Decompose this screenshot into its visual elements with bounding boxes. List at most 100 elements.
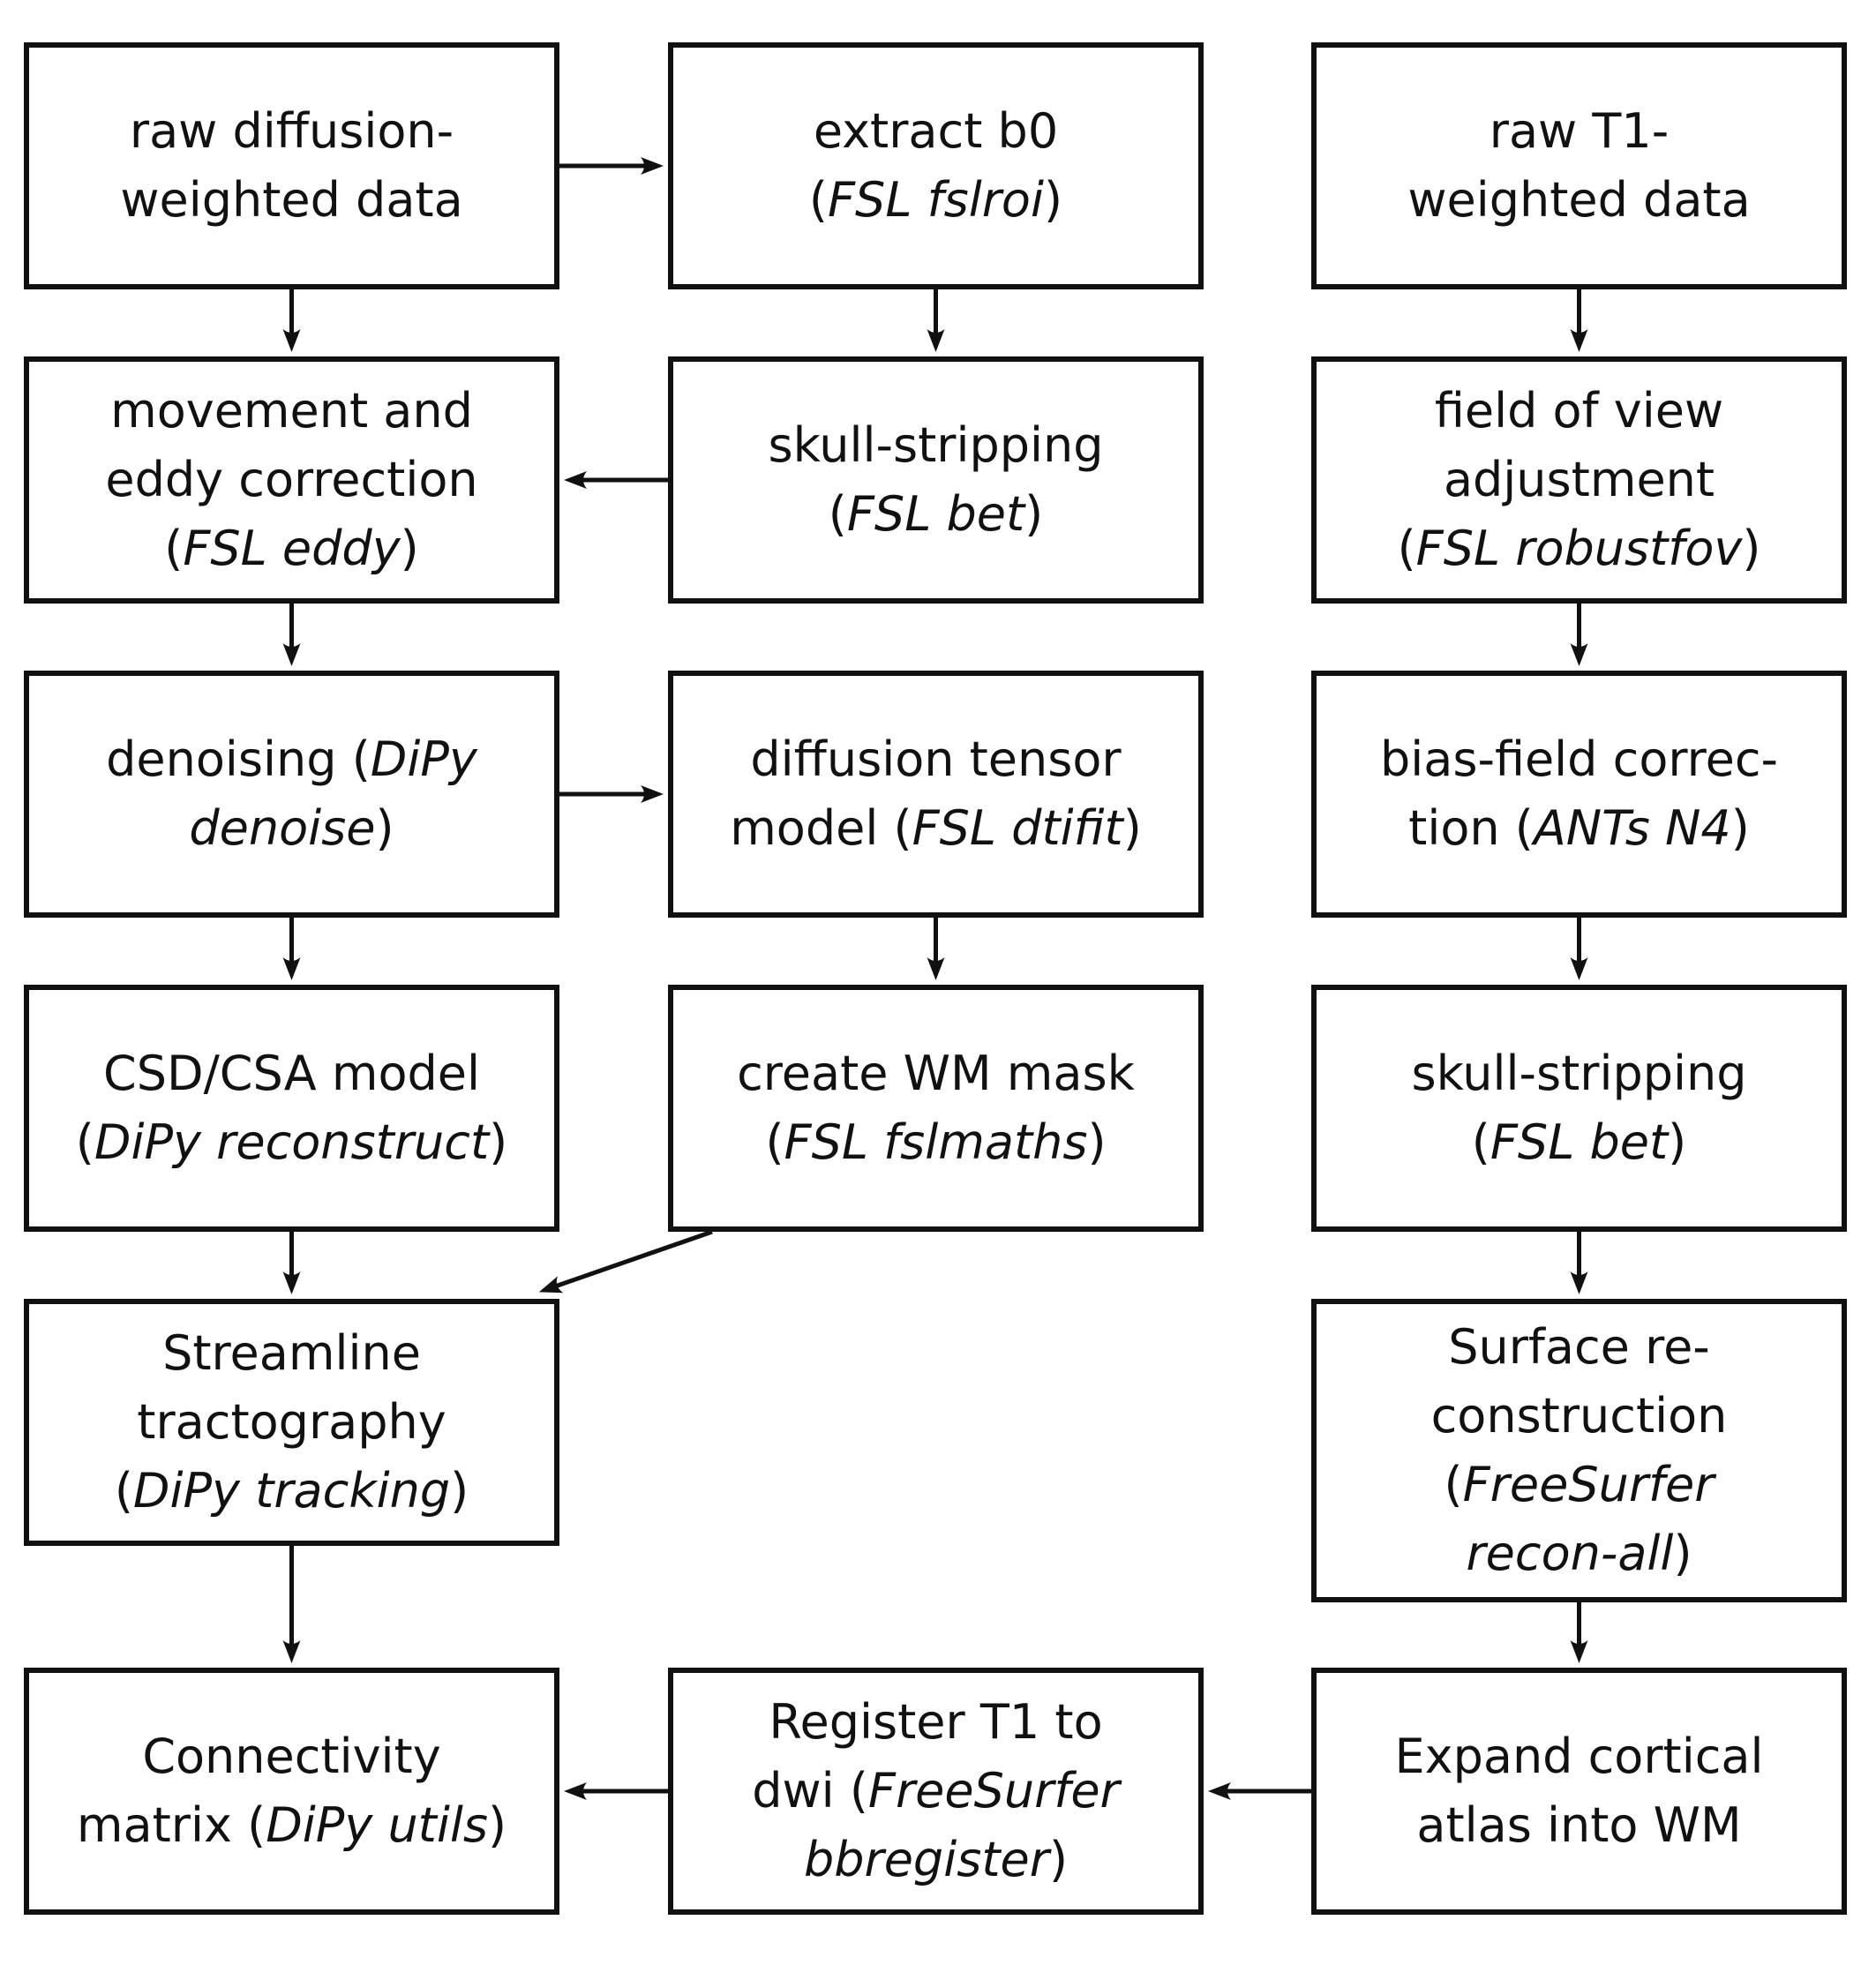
node-text: atlas into WM bbox=[1416, 1797, 1742, 1853]
node-raw-dwi: raw diffusion-weighted data bbox=[24, 42, 559, 289]
node-text: construction bbox=[1430, 1388, 1728, 1444]
arrowhead bbox=[1570, 957, 1588, 980]
arrowhead bbox=[1570, 643, 1588, 666]
node-text: ) bbox=[1043, 172, 1063, 228]
node-line: weighted data bbox=[1407, 166, 1750, 235]
node-line: movement and bbox=[110, 377, 473, 446]
edge-expand-to-register bbox=[1208, 1782, 1311, 1800]
arrowhead bbox=[564, 471, 587, 489]
tool-name: denoise bbox=[189, 800, 376, 856]
node-text: ) bbox=[375, 800, 394, 856]
node-line: (FSL fslmaths) bbox=[765, 1108, 1106, 1177]
edge-bet-t1-to-recon bbox=[1570, 1232, 1588, 1294]
edge-denoise-to-dtifit bbox=[559, 785, 664, 803]
edge-extract-b0-to-bet-dwi bbox=[927, 289, 945, 352]
edge-denoise-to-csd bbox=[282, 918, 301, 980]
arrowhead bbox=[641, 785, 664, 803]
node-text: ) bbox=[1122, 800, 1142, 856]
node-line: matrix (DiPy utils) bbox=[77, 1791, 507, 1860]
node-text: eddy correction bbox=[105, 452, 478, 507]
node-text: raw diffusion- bbox=[129, 103, 454, 159]
node-line: skull-stripping bbox=[768, 411, 1103, 480]
node-line: Connectivity bbox=[142, 1722, 440, 1791]
node-line: skull-stripping bbox=[1411, 1039, 1746, 1108]
node-text: model ( bbox=[730, 800, 912, 856]
node-text: tion ( bbox=[1408, 800, 1534, 856]
node-line: raw T1- bbox=[1490, 97, 1669, 166]
node-text: adjustment bbox=[1443, 452, 1715, 507]
node-text: matrix ( bbox=[76, 1797, 266, 1853]
tool-name: FSL bet bbox=[1490, 1114, 1669, 1170]
arrowhead bbox=[538, 1276, 564, 1294]
edge-raw-dwi-to-extract-b0 bbox=[559, 157, 664, 175]
node-text: skull-stripping bbox=[1411, 1046, 1747, 1101]
node-text: movement and bbox=[110, 383, 473, 439]
node-eddy: movement and eddy correction (FSL eddy) bbox=[24, 356, 559, 604]
edge-n4-to-bet-t1 bbox=[1570, 918, 1588, 980]
node-text: Connectivity bbox=[142, 1729, 441, 1784]
node-csd: CSD/CSA model(DiPy reconstruct) bbox=[24, 985, 559, 1232]
node-text: ( bbox=[1397, 521, 1416, 576]
node-line: extract b0 bbox=[814, 97, 1058, 166]
arrowhead bbox=[282, 329, 301, 352]
node-line: Surface re- bbox=[1448, 1313, 1710, 1382]
node-text: ) bbox=[1730, 800, 1750, 856]
node-wm-mask: create WM mask (FSL fslmaths) bbox=[668, 985, 1204, 1232]
tool-name: FSL fslroi bbox=[828, 172, 1044, 228]
node-line: bbregister) bbox=[804, 1826, 1068, 1894]
node-line: denoise) bbox=[189, 794, 394, 863]
node-line: denoising (DiPy bbox=[106, 725, 477, 794]
node-line: adjustment bbox=[1444, 446, 1715, 514]
node-text: ) bbox=[489, 1114, 508, 1170]
edge-raw-t1-to-fov bbox=[1570, 289, 1588, 352]
node-text: ( bbox=[828, 486, 847, 542]
node-text: denoising ( bbox=[106, 731, 371, 787]
edge-register-to-connectivity bbox=[564, 1782, 668, 1800]
node-text: ) bbox=[1048, 1832, 1069, 1887]
tool-name: bbregister bbox=[803, 1832, 1049, 1887]
arrowhead bbox=[1570, 1640, 1588, 1663]
node-line: field of view bbox=[1435, 377, 1723, 446]
tool-name: FSL dtifit bbox=[912, 800, 1123, 856]
tool-name: DiPy tracking bbox=[132, 1463, 451, 1519]
node-text: ( bbox=[114, 1463, 133, 1519]
node-text: weighted data bbox=[1407, 172, 1751, 228]
tool-name: FreeSurfer bbox=[867, 1763, 1120, 1819]
tool-name: FreeSurfer bbox=[1462, 1457, 1715, 1512]
arrowhead bbox=[282, 643, 301, 666]
node-line: (FSL eddy) bbox=[164, 514, 418, 583]
node-line: model (FSL dtifit) bbox=[730, 794, 1142, 863]
node-line: tractography bbox=[137, 1388, 446, 1457]
edge-tracking-to-connectivity bbox=[282, 1546, 301, 1663]
node-bet-dwi: skull-stripping(FSL bet) bbox=[668, 356, 1204, 604]
node-line: bias-field correc- bbox=[1380, 725, 1778, 794]
node-line: recon-all) bbox=[1466, 1519, 1692, 1588]
node-line: create WM mask bbox=[737, 1039, 1135, 1108]
node-line: Expand cortical bbox=[1395, 1722, 1764, 1791]
node-line: (DiPy tracking) bbox=[115, 1457, 469, 1526]
node-text: ( bbox=[75, 1114, 94, 1170]
edge-bet-dwi-to-eddy bbox=[564, 471, 668, 489]
edge-fov-to-n4 bbox=[1570, 604, 1588, 666]
node-text: ) bbox=[1673, 1526, 1692, 1581]
edge-dtifit-to-wm-mask bbox=[927, 918, 945, 980]
tool-name: FSL fslmaths bbox=[784, 1114, 1088, 1170]
arrowhead bbox=[1570, 1271, 1588, 1294]
node-text: ( bbox=[1471, 1114, 1490, 1170]
edge-eddy-to-denoise bbox=[282, 604, 301, 666]
arrowhead bbox=[564, 1782, 587, 1800]
node-text: create WM mask bbox=[737, 1046, 1135, 1101]
node-text: ) bbox=[1087, 1114, 1107, 1170]
node-text: Expand cortical bbox=[1394, 1729, 1764, 1784]
node-text: field of view bbox=[1434, 383, 1724, 439]
arrowhead bbox=[282, 1640, 301, 1663]
node-line: (FSL fslroi) bbox=[809, 166, 1062, 235]
arrowhead bbox=[641, 157, 664, 175]
arrowhead bbox=[1570, 329, 1588, 352]
edge-line bbox=[554, 1229, 713, 1289]
